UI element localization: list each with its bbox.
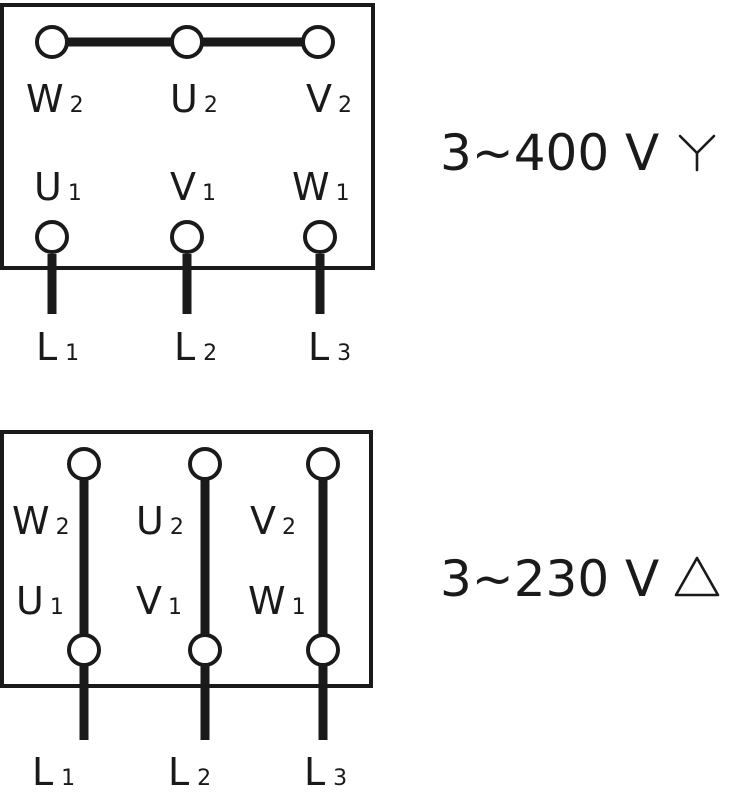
- delta-terminal-top-2: [188, 447, 222, 481]
- delta-terminal-top-3: [306, 447, 340, 481]
- star-terminal-v1: [170, 220, 204, 254]
- star-terminal-u1: [35, 220, 69, 254]
- delta-terminal-top-1: [67, 447, 101, 481]
- delta-voltage-label: 3~230 V: [440, 550, 659, 608]
- delta-terminal-bottom-2: [188, 633, 222, 667]
- delta-terminal-bottom-1: [67, 633, 101, 667]
- delta-terminal-box: [0, 430, 373, 688]
- star-symbol-icon: [678, 134, 716, 172]
- star-voltage-label: 3~400 V: [440, 124, 659, 182]
- star-terminal-w2: [35, 25, 69, 59]
- delta-terminal-bottom-3: [306, 633, 340, 667]
- star-terminal-v2: [301, 25, 335, 59]
- delta-symbol-icon: [674, 556, 720, 597]
- star-terminal-u2: [170, 25, 204, 59]
- star-terminal-w1: [303, 220, 337, 254]
